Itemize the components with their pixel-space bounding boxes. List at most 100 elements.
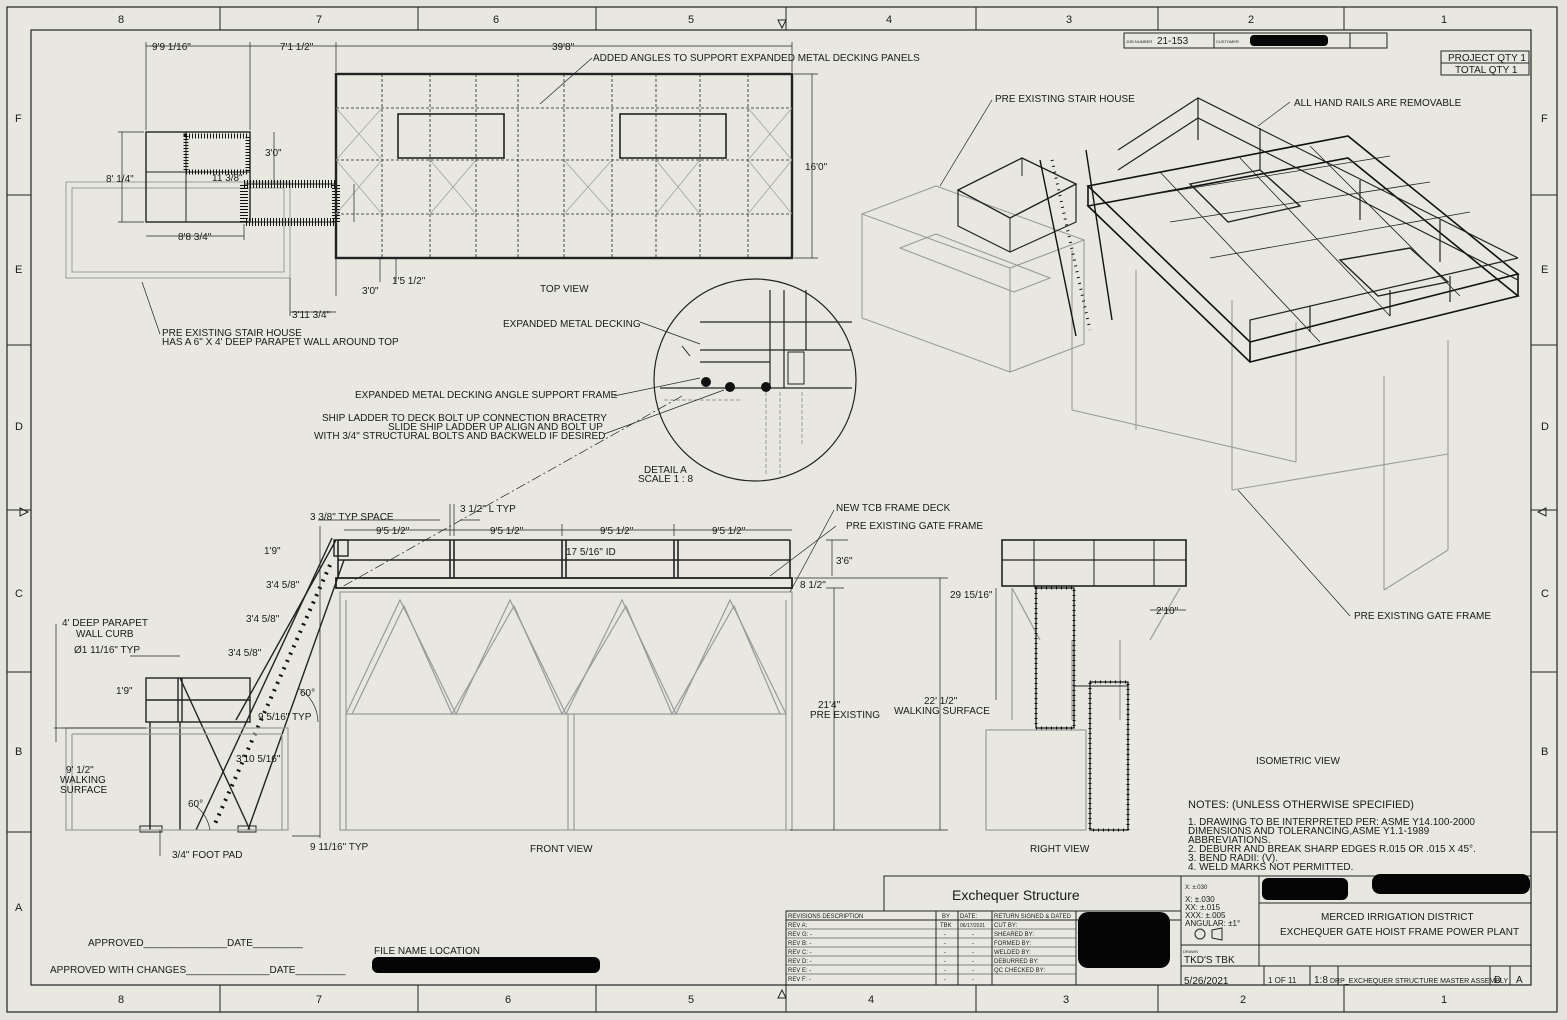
drawing-title: Exchequer Structure <box>952 887 1080 903</box>
svg-text:JOB NUMBER: JOB NUMBER <box>1126 39 1152 44</box>
general-notes: NOTES: (UNLESS OTHERWISE SPECIFIED) 1. D… <box>1188 799 1476 873</box>
svg-text:2'10": 2'10" <box>1156 606 1179 617</box>
svg-text:9 5/16" TYP: 9 5/16" TYP <box>258 712 312 723</box>
svg-text:-: - <box>972 941 974 947</box>
projection-symbol-icon <box>1194 928 1206 940</box>
svg-text:DIMENSIONS AND TOLERANCING,ASM: DIMENSIONS AND TOLERANCING,ASME Y1.1-198… <box>1188 826 1430 837</box>
svg-text:17 5/16" ID: 17 5/16" ID <box>566 547 616 558</box>
detail-circle <box>653 278 857 482</box>
svg-text:3'10 5/16": 3'10 5/16" <box>236 754 281 765</box>
col-label-bottom: 2 <box>1240 994 1246 1006</box>
title-block: Exchequer Structure REVISIONS DESCRIPTIO… <box>785 874 1532 987</box>
svg-text:WALKING: WALKING <box>60 775 106 786</box>
foot-pad <box>237 825 257 833</box>
svg-text:PRE EXISTING: PRE EXISTING <box>810 710 880 721</box>
note-iso-gate: PRE EXISTING GATE FRAME <box>1354 611 1491 622</box>
svg-text:3. BEND RADII: (V).: 3. BEND RADII: (V). <box>1188 853 1278 864</box>
note-decking: EXPANDED METAL DECKING <box>503 319 641 330</box>
right-view: 29 15/16" 2'10" RIGHT VIEW <box>950 539 1187 855</box>
right-view-title: RIGHT VIEW <box>1030 844 1090 855</box>
redacted-customer <box>1250 35 1328 46</box>
deck-opening <box>397 113 505 159</box>
svg-text:3 3/8" TYP SPACE: 3 3/8" TYP SPACE <box>310 512 394 523</box>
dim-label: 8'8 3/4" <box>178 232 212 243</box>
note-ladder: SHIP LADDER TO DECK BOLT UP CONNECTION B… <box>322 413 607 424</box>
svg-text:BY: BY <box>942 914 950 920</box>
center-mark <box>777 988 787 999</box>
svg-text:CUSTOMER: CUSTOMER <box>1216 39 1239 44</box>
isometric-view: PRE EXISTING STAIR HOUSE ALL HAND RAILS … <box>860 94 1520 767</box>
col-label-bottom: 1 <box>1441 994 1447 1006</box>
svg-text:-: - <box>944 977 946 983</box>
sheet-size: D <box>1494 975 1501 986</box>
svg-text:WALKING SURFACE: WALKING SURFACE <box>894 706 990 717</box>
svg-text:1. DRAWING TO BE INTERPRETED: 1. DRAWING TO BE INTERPRETED PER: ASME Y… <box>1188 817 1475 828</box>
note-rails: ALL HAND RAILS ARE REMOVABLE <box>1294 98 1462 109</box>
svg-text:06/17/2021: 06/17/2021 <box>960 923 985 929</box>
svg-text:-: - <box>944 959 946 965</box>
svg-text:REV B: -: REV B: - <box>788 941 811 947</box>
file-location-label: FILE NAME LOCATION <box>374 946 480 957</box>
project-qty: PROJECT QTY 1 <box>1448 53 1526 64</box>
bolt <box>701 377 711 387</box>
svg-text:DRAWN: DRAWN <box>1183 949 1198 954</box>
row-label-right: D <box>1541 421 1549 433</box>
svg-text:60°: 60° <box>188 799 203 810</box>
svg-text:-: - <box>944 941 946 947</box>
svg-text:-: - <box>972 959 974 965</box>
svg-text:RETURN SIGNED & DATED: RETURN SIGNED & DATED <box>994 914 1072 920</box>
bolt <box>725 382 735 392</box>
dim-label: 7'1 1/2" <box>280 42 314 53</box>
svg-text:60°: 60° <box>300 688 315 699</box>
landing-platform <box>145 131 251 223</box>
svg-text:4' DEEP PARAPET: 4' DEEP PARAPET <box>62 618 148 629</box>
dim-label: 16'0" <box>805 162 828 173</box>
redacted-signatures <box>1078 912 1170 968</box>
svg-text:9'5 1/2": 9'5 1/2" <box>712 526 746 537</box>
redacted-logo <box>1262 878 1348 900</box>
dim-label: 11 3/8" <box>212 173 243 184</box>
zone-labels: 8 7 6 5 4 3 2 1 8 7 6 5 4 3 2 1 F E D C … <box>15 14 1549 1006</box>
dim-label: 3'0" <box>265 148 282 159</box>
col-label-bottom: 8 <box>118 994 124 1006</box>
top-view-title: TOP VIEW <box>540 284 589 295</box>
detail-a: EXPANDED METAL DECKING EXPANDED METAL DE… <box>314 278 857 589</box>
center-mark <box>19 507 30 517</box>
sheet-inner-border <box>30 29 1532 986</box>
svg-text:DEBURRED BY:: DEBURRED BY: <box>994 959 1039 965</box>
sheet-outer-border <box>6 6 1558 1013</box>
scale: 1:8 <box>1314 975 1328 986</box>
svg-text:REV E: -: REV E: - <box>788 968 811 974</box>
row-label-left: E <box>15 264 22 276</box>
dim-label: 39'8" <box>552 42 575 53</box>
col-label-top: 6 <box>493 14 499 26</box>
svg-text:-: - <box>972 932 974 938</box>
svg-text:1'9": 1'9" <box>116 686 133 697</box>
svg-text:REV A:: REV A: <box>788 923 808 929</box>
bracket <box>787 351 805 385</box>
svg-text:ANGULAR: ±1°: ANGULAR: ±1° <box>1185 919 1240 928</box>
svg-text:SURFACE: SURFACE <box>60 785 108 796</box>
customer-name: MERCED IRRIGATION DISTRICT <box>1321 912 1474 923</box>
col-label-bottom: 7 <box>316 994 322 1006</box>
row-label-left: D <box>15 421 23 433</box>
svg-text:-: - <box>972 950 974 956</box>
row-label-right: F <box>1541 113 1548 125</box>
svg-text:9 11/16" TYP: 9 11/16" TYP <box>310 842 369 853</box>
approved-line: APPROVED_______________DATE_________ <box>88 938 303 949</box>
job-number-strip: JOB NUMBER 21-153 CUSTOMER <box>1123 32 1388 49</box>
svg-text:TBK: TBK <box>940 923 952 929</box>
detail-scale: SCALE 1 : 8 <box>638 474 693 485</box>
svg-text:SLIDE SHIP LADDER UP ALIGN AND: SLIDE SHIP LADDER UP ALIGN AND BOLT UP <box>388 422 603 433</box>
col-label-top: 7 <box>316 14 322 26</box>
svg-text:3 1/2" L TYP: 3 1/2" L TYP <box>460 504 516 515</box>
note-iso-stair: PRE EXISTING STAIR HOUSE <box>995 94 1135 105</box>
svg-text:29 15/16": 29 15/16" <box>950 590 993 601</box>
foot-pad <box>139 825 163 833</box>
row-label-right: B <box>1541 746 1548 758</box>
svg-text:XXX: ±.005: XXX: ±.005 <box>1185 911 1226 920</box>
dim-label: 8' 1/4" <box>106 174 134 185</box>
svg-text:8 1/2": 8 1/2" <box>800 580 826 591</box>
dim-label: 3'11 3/4" <box>292 310 331 321</box>
